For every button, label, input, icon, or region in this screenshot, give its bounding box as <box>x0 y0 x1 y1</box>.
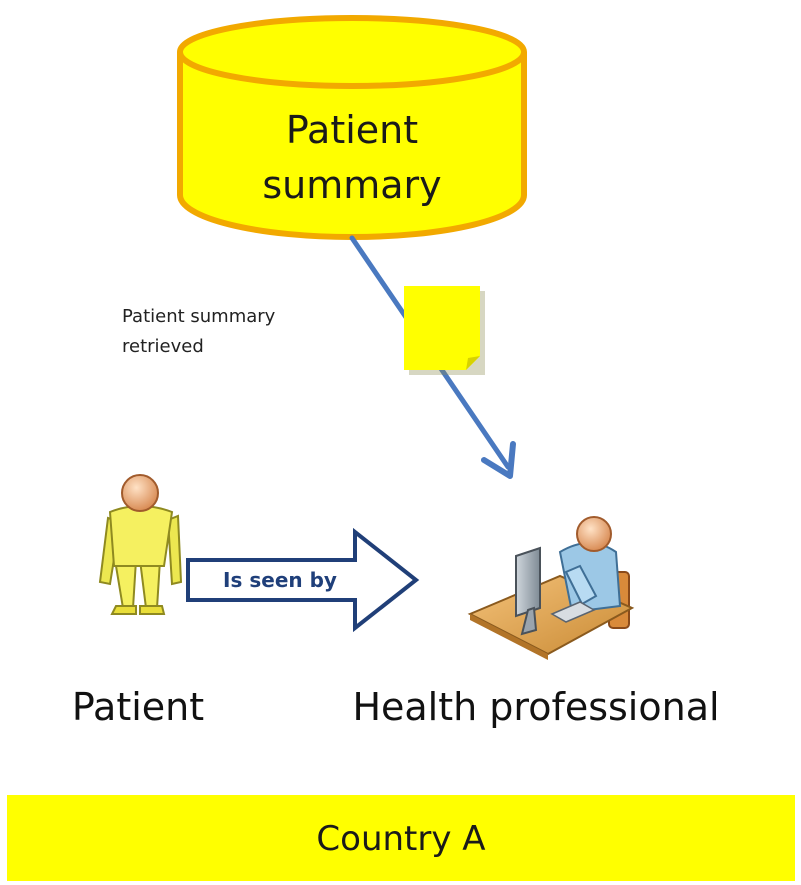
health-professional-label: Health professional <box>352 685 719 729</box>
flow-label-line1: Patient summary <box>122 306 276 327</box>
is-seen-by-label: Is seen by <box>223 568 337 592</box>
database-label-line1: Patient <box>286 108 418 152</box>
country-label: Country A <box>316 819 485 859</box>
is-seen-by-arrow: Is seen by <box>186 527 420 633</box>
document-icon <box>404 286 485 375</box>
health-professional-icon <box>467 516 635 660</box>
country-banner: Country A <box>7 795 795 881</box>
database-label-line2: summary <box>262 163 441 207</box>
flow-label-line2: retrieved <box>122 336 204 357</box>
patient-label: Patient <box>72 685 204 729</box>
patient-summary-database: Patient summary <box>177 15 527 240</box>
patient-figure-icon <box>98 474 183 615</box>
